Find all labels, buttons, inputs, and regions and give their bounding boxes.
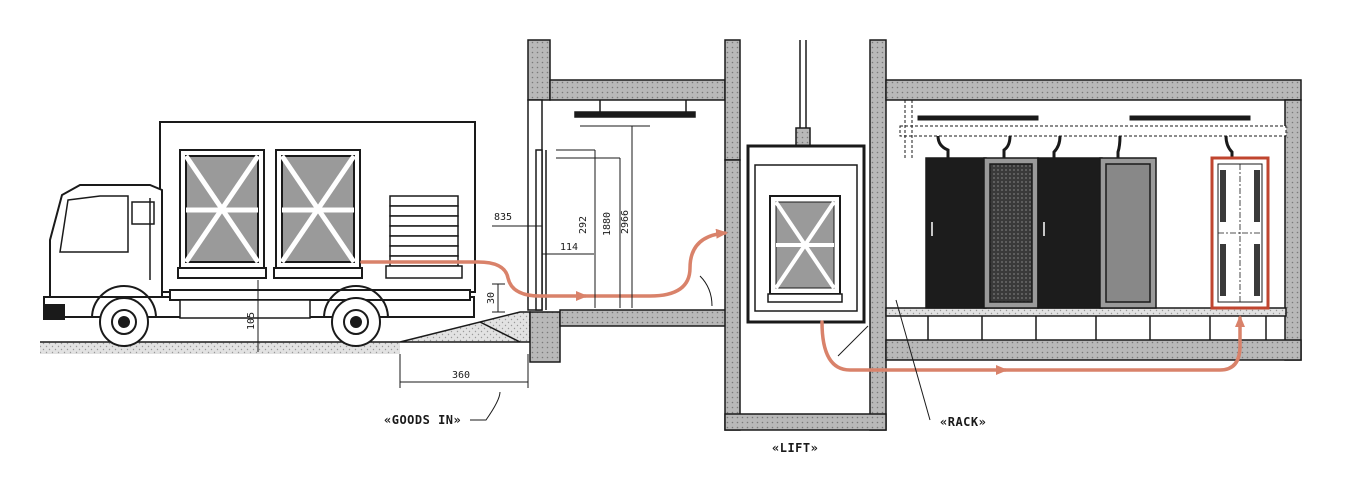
- dim-114: 114: [560, 242, 578, 253]
- truck-stacked-servers: [385, 195, 463, 279]
- label-lift: «LIFT»: [772, 441, 818, 455]
- dim-105: 105: [246, 312, 257, 330]
- truck-crate-2: [273, 149, 363, 279]
- dim-835: 835: [494, 212, 512, 223]
- dim-1880: 1880: [602, 212, 613, 236]
- dim-360: 360: [452, 370, 470, 381]
- label-goods-in: «GOODS IN»: [384, 413, 461, 427]
- dim-292: 292: [578, 216, 589, 234]
- server-racks: [925, 157, 1157, 309]
- dock-door: [535, 149, 547, 311]
- truck-crate-1: [177, 149, 267, 279]
- cable-tray: [899, 100, 1287, 160]
- label-rack: «RACK»: [940, 415, 986, 429]
- building-shell: [527, 39, 1302, 431]
- dim-30: 30: [486, 292, 497, 304]
- transport-path: [360, 228, 1245, 375]
- lift-car: [746, 144, 866, 324]
- dim-2966: 2966: [620, 210, 631, 234]
- ceiling-fixture: [574, 100, 696, 118]
- raised-floor: [885, 307, 1287, 340]
- target-rack: [1210, 156, 1270, 310]
- dimension-lines: [257, 125, 931, 421]
- lift-cable: [795, 40, 811, 147]
